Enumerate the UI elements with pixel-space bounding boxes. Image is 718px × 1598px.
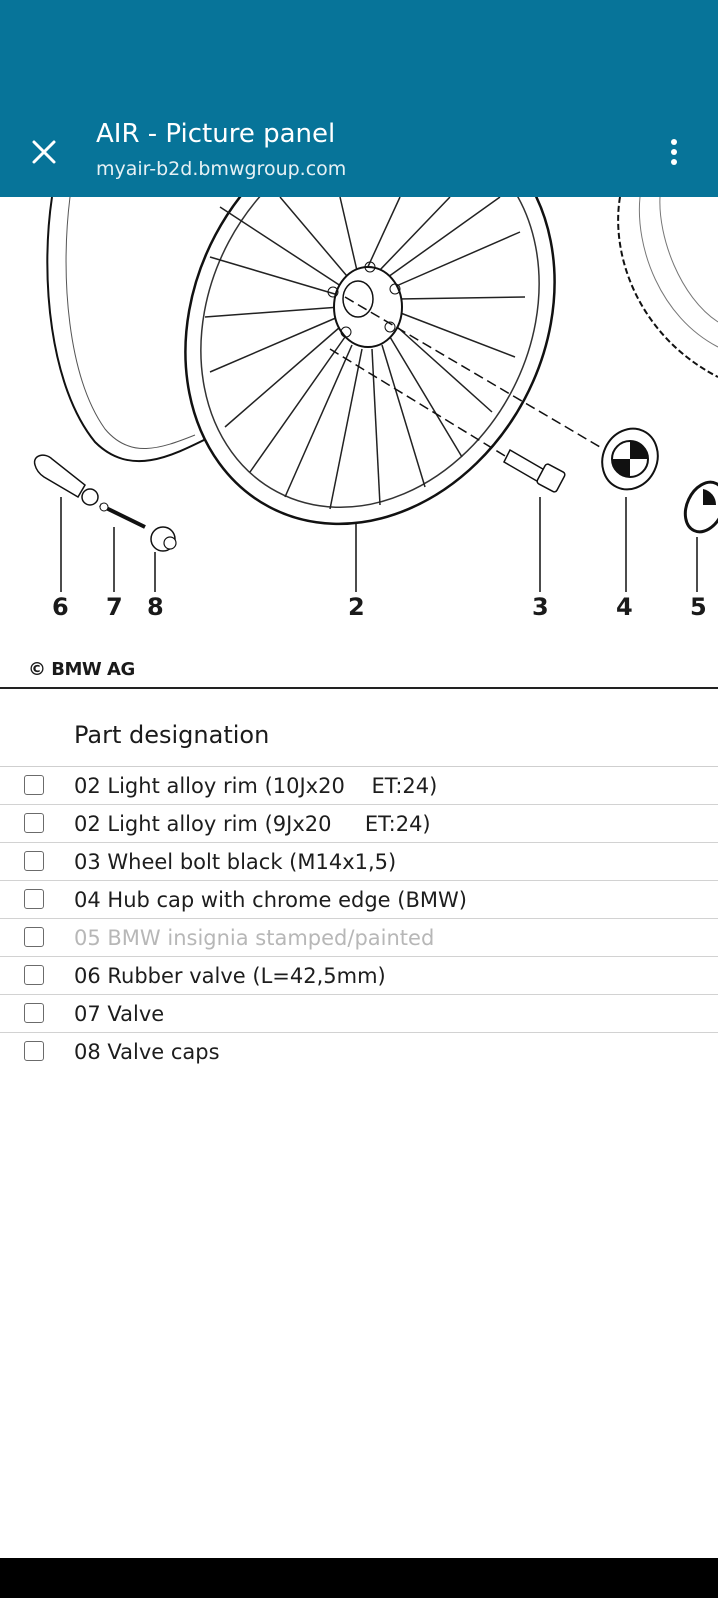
callout-3: 3 [532, 593, 549, 621]
page-title: AIR - Picture panel [96, 119, 336, 149]
part-checkbox[interactable] [24, 1003, 44, 1023]
part-row[interactable]: 06 Rubber valve (L=42,5mm) [0, 957, 718, 995]
callout-6: 6 [52, 593, 69, 621]
parts-list: 02 Light alloy rim (10Jx20 ET:24) 02 Lig… [0, 767, 718, 1070]
part-row[interactable]: 07 Valve [0, 995, 718, 1033]
wheel-drawing [33, 197, 718, 592]
part-row[interactable]: 08 Valve caps [0, 1033, 718, 1070]
more-vert-icon [671, 139, 677, 165]
part-checkbox[interactable] [24, 851, 44, 871]
part-checkbox[interactable] [24, 775, 44, 795]
close-icon [32, 140, 56, 164]
callout-7: 7 [106, 593, 123, 621]
divider [0, 766, 718, 767]
part-label: 02 Light alloy rim (10Jx20 ET:24) [74, 774, 438, 798]
part-checkbox[interactable] [24, 813, 44, 833]
part-checkbox[interactable] [24, 889, 44, 909]
part-label: 02 Light alloy rim (9Jx20 ET:24) [74, 812, 431, 836]
part-row[interactable]: 03 Wheel bolt black (M14x1,5) [0, 843, 718, 881]
part-label: 04 Hub cap with chrome edge (BMW) [74, 888, 467, 912]
callout-2: 2 [348, 593, 365, 621]
callout-8: 8 [147, 593, 164, 621]
callout-4: 4 [616, 593, 633, 621]
part-designation-header: Part designation [74, 721, 270, 749]
part-checkbox[interactable] [24, 927, 44, 947]
part-row[interactable]: 02 Light alloy rim (10Jx20 ET:24) [0, 767, 718, 805]
part-label: 05 BMW insignia stamped/painted [74, 926, 435, 950]
part-checkbox[interactable] [24, 1041, 44, 1061]
part-row-disabled[interactable]: 05 BMW insignia stamped/painted [0, 919, 718, 957]
overflow-menu-button[interactable] [650, 128, 698, 176]
custom-tab-toolbar: AIR - Picture panel myair-b2d.bmwgroup.c… [0, 0, 718, 197]
part-row[interactable]: 02 Light alloy rim (9Jx20 ET:24) [0, 805, 718, 843]
copyright-label: © BMW AG [28, 659, 135, 680]
system-navigation-bar [0, 1558, 718, 1598]
page-url: myair-b2d.bmwgroup.com [96, 158, 347, 180]
part-row[interactable]: 04 Hub cap with chrome edge (BMW) [0, 881, 718, 919]
part-label: 06 Rubber valve (L=42,5mm) [74, 964, 386, 988]
callout-5: 5 [690, 593, 707, 621]
part-label: 03 Wheel bolt black (M14x1,5) [74, 850, 397, 874]
part-label: 08 Valve caps [74, 1040, 220, 1064]
parts-illustration: 6 7 8 2 3 4 5 © BMW AG [0, 197, 718, 689]
close-button[interactable] [20, 128, 68, 176]
part-checkbox[interactable] [24, 965, 44, 985]
part-label: 07 Valve [74, 1002, 165, 1026]
